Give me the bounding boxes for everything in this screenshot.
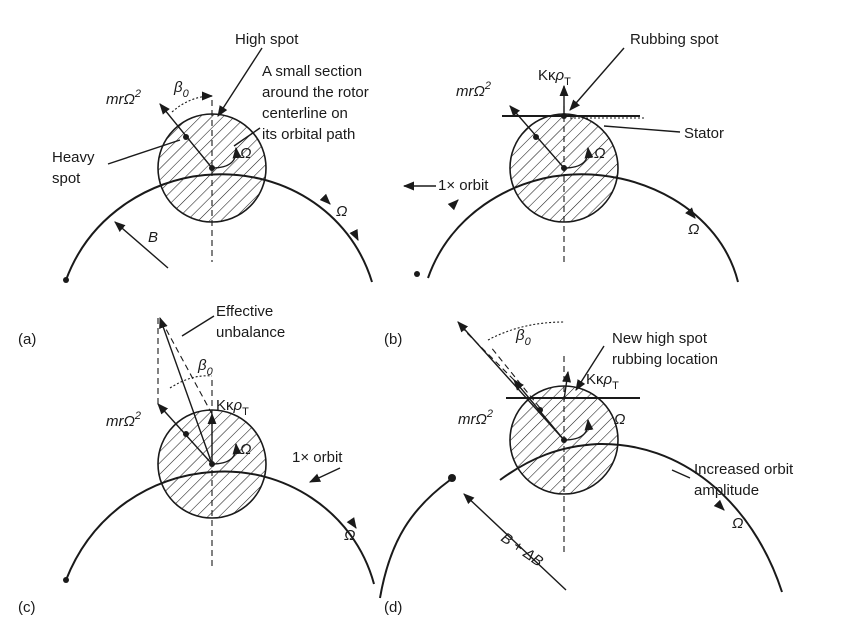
omega-orbit-label-b: Ω [688,221,699,238]
small-section-leader [233,127,261,147]
beta-label-a: β0 [173,79,190,100]
small-section-line-1: A small section [262,63,362,80]
panel-tag-b: (b) [384,331,402,348]
panel-c: Effective unbalance β0 KκρT mrΩ2 Ω 1× or… [18,303,375,616]
omega-orbit-label-c: Ω [344,527,355,544]
panel-d: New high spot rubbing location β0 KκρT m… [379,321,794,616]
rub-force-label-b: KκρT [538,67,571,88]
orbit-label-c: 1× orbit [292,449,343,466]
small-section-line-4: its orbital path [262,126,355,143]
small-section-line-2: around the rotor [262,84,369,101]
high-spot-label: High spot [235,31,299,48]
orbit-start-dot-a [63,277,69,283]
effective-unbalance-line-1: Effective [216,303,273,320]
beta-label-c: β0 [197,357,214,378]
new-high-spot-line-2: rubbing location [612,351,718,368]
panel-tag-a: (a) [18,331,36,348]
rotation-arrow-c [211,442,242,465]
panel-tag-c: (c) [18,599,36,616]
orbit-arc-d-left [379,479,451,599]
rub-force-label-c: KκρT [216,397,249,418]
orbit-start-dot-b [414,271,420,277]
force-label-c: mrΩ2 [106,410,141,430]
rubbing-spot-label: Rubbing spot [630,31,719,48]
new-high-spot-line-1: New high spot [612,330,708,347]
parallelogram-side-d2 [489,345,541,409]
high-spot-arrow-a [217,47,263,117]
parallelogram-side-2 [159,317,213,415]
panel-a: B High spot A small section around the r… [18,31,373,348]
heavy-spot-dot-b [533,134,539,140]
force-label-d: mrΩ2 [458,408,493,428]
force-label-b: mrΩ2 [456,80,491,100]
orbit-direction-arrow-b-2 [685,207,696,219]
heavy-spot-leader [107,139,181,165]
omega-rotor-label-b: Ω [594,145,605,162]
rubbing-spot-arrow [569,47,625,111]
omega-rotor-label-a: Ω [240,145,251,162]
orbit-start-dot-c [63,577,69,583]
orbit-leader-c [308,467,341,483]
radius-label-d: B + ΔB [498,529,546,570]
radius-label-a: B [148,229,158,246]
rub-force-vector-d [562,370,572,401]
heavy-spot-line-2: spot [52,170,81,187]
rub-force-label-d: KκρT [586,371,619,392]
heavy-spot-dot-c [183,431,189,437]
effective-unbalance-vector [159,316,213,465]
panel-tag-d: (d) [384,599,402,616]
small-section-line-3: centerline on [262,105,348,122]
orbit-direction-arrow-c [346,517,357,529]
new-high-spot-arrow [575,345,605,391]
heavy-spot-dot-d [537,407,543,413]
omega-orbit-label-d: Ω [732,515,743,532]
orbit-end-dot-d [448,474,456,482]
increased-orbit-line-1: Increased orbit [694,461,794,478]
stator-leader [603,125,681,133]
beta-arc-a [171,95,213,113]
radius-arrow-d [463,493,567,591]
rotation-arrow-a [211,146,242,169]
force-label-a: mrΩ2 [106,88,141,108]
stator-label: Stator [684,125,724,142]
increased-orbit-leader [671,469,691,479]
effective-unbalance-line-2: unbalance [216,324,285,341]
parallelogram-side-d1 [463,329,515,381]
effective-unbalance-leader [181,315,215,337]
beta-arc-c [169,375,213,389]
orbit-direction-arrow-a-1 [319,193,331,205]
panel-b: Rubbing spot Stator 1× orbit mrΩ2 KκρT Ω… [384,31,739,348]
orbit-label-b: 1× orbit [438,177,489,194]
beta-label-d: β0 [515,327,532,348]
radius-arrow-a [114,221,169,269]
heavy-spot-dot-a [183,134,189,140]
rotation-arrow-d [563,418,594,441]
orbit-direction-arrow-d [713,499,725,511]
heavy-spot-line-1: Heavy [52,149,95,166]
omega-rotor-label-c: Ω [240,441,251,458]
increased-orbit-line-2: amplitude [694,482,759,499]
orbit-direction-arrow-a-2 [349,228,359,242]
omega-rotor-label-d: Ω [614,411,625,428]
orbit-direction-arrow-b-1 [447,199,459,211]
rotation-arrow-b [563,146,594,169]
omega-orbit-label-a: Ω [336,203,347,220]
